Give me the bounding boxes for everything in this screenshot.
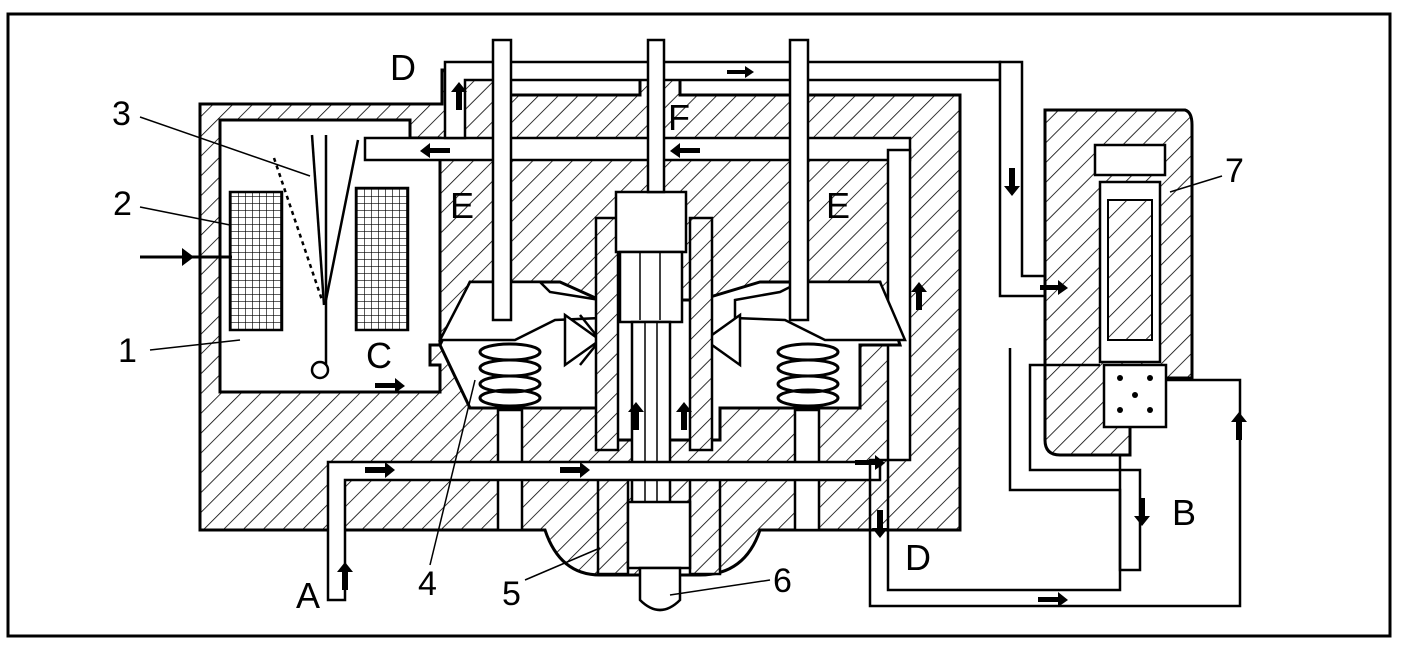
bottom-boss-right bbox=[688, 476, 722, 576]
right-return-channel bbox=[886, 148, 912, 462]
callout-3: 3 bbox=[112, 95, 131, 133]
left-rod bbox=[491, 38, 513, 322]
stem-body bbox=[618, 250, 684, 324]
inlet-a-passage bbox=[326, 460, 882, 602]
right-rod bbox=[788, 38, 810, 322]
callout-1: 1 bbox=[118, 332, 137, 370]
reed-switch bbox=[272, 134, 360, 365]
port-b-label: B bbox=[1172, 492, 1196, 533]
callout-6: 6 bbox=[773, 562, 792, 600]
right-seal bbox=[702, 312, 742, 368]
callout-5: 5 bbox=[502, 575, 521, 613]
right-spring bbox=[776, 342, 840, 408]
aux-valve-spool bbox=[1107, 199, 1153, 341]
port-d-bottom-label: D bbox=[905, 537, 931, 578]
port-c-label: C bbox=[366, 335, 392, 376]
port-f-label: F bbox=[668, 97, 690, 138]
aux-b-passage bbox=[1008, 348, 1142, 572]
port-e-left-label: E bbox=[450, 185, 474, 226]
port-a-label: A bbox=[296, 575, 320, 616]
callout-7: 7 bbox=[1225, 152, 1244, 190]
reed-pivot bbox=[310, 360, 330, 380]
center-rod bbox=[646, 38, 666, 194]
callout-4: 4 bbox=[418, 565, 437, 603]
bottom-boss-left bbox=[596, 476, 630, 576]
callout-2: 2 bbox=[113, 185, 132, 223]
plunger-tip bbox=[638, 566, 682, 612]
port-e-right-label: E bbox=[826, 185, 850, 226]
aux-valve-top-chamber bbox=[1093, 143, 1167, 177]
stem-head bbox=[614, 190, 688, 254]
flow-arrows bbox=[337, 66, 1247, 607]
coil-winding-left bbox=[228, 190, 284, 332]
aux-valve-dots bbox=[1117, 375, 1153, 413]
right-diaphragm bbox=[733, 280, 907, 342]
central-sleeve-right bbox=[688, 216, 714, 452]
port-d-top-label: D bbox=[390, 47, 416, 88]
central-sleeve-left bbox=[594, 216, 620, 452]
outer-frame bbox=[6, 12, 1392, 638]
coil-winding-right bbox=[354, 186, 410, 332]
callout-leaders bbox=[139, 116, 1223, 596]
left-spring bbox=[478, 342, 542, 408]
stem-collar bbox=[626, 500, 692, 570]
